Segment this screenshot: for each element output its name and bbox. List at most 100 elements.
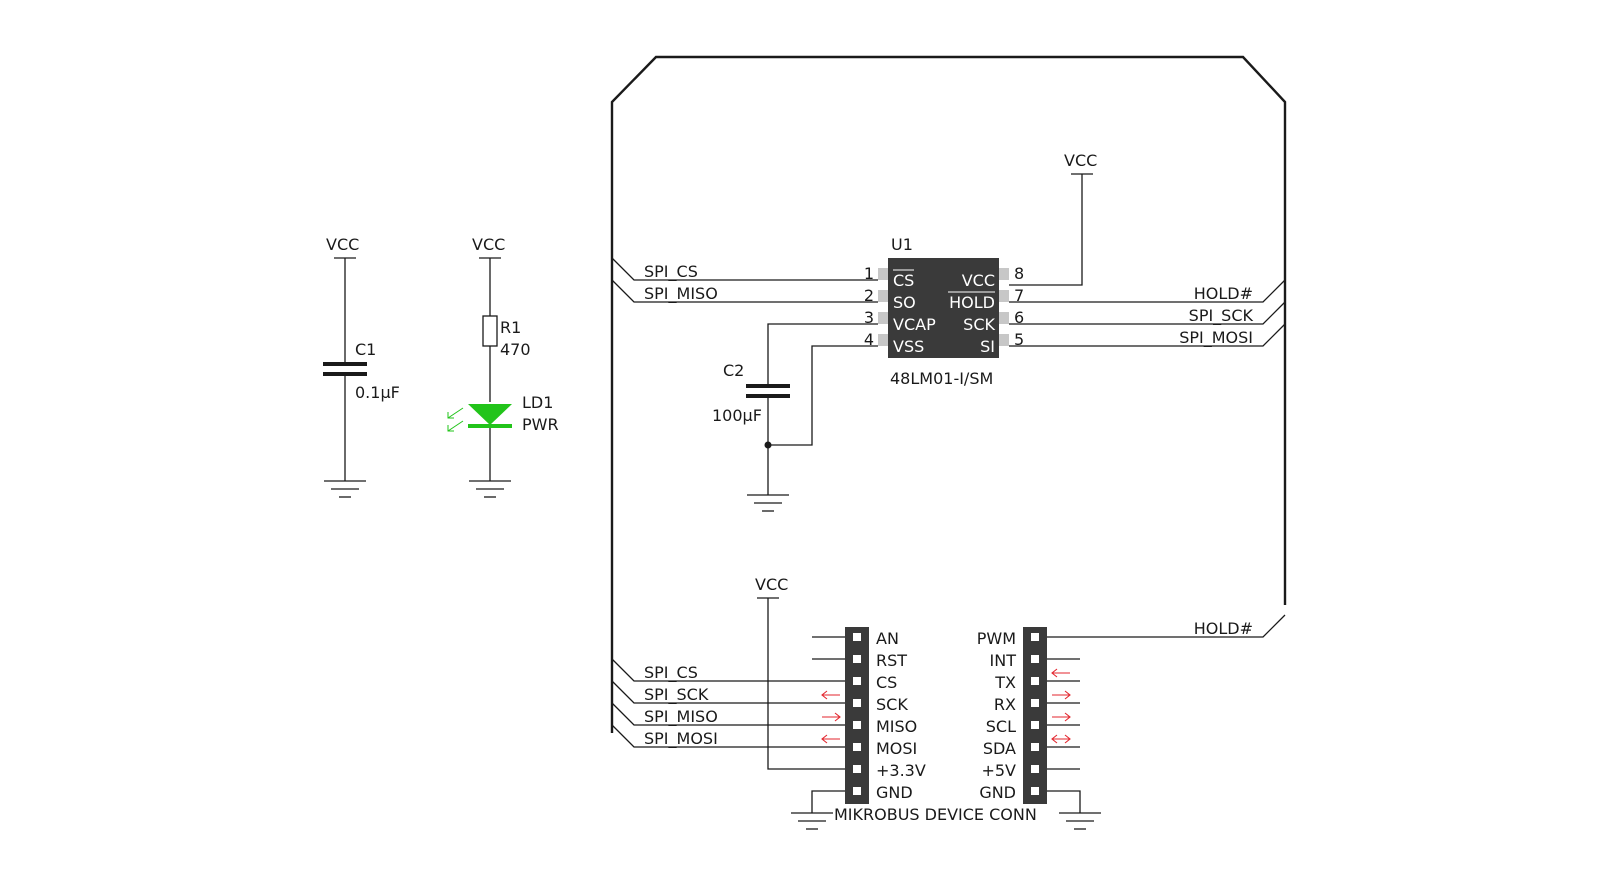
c2-ground-icon xyxy=(747,494,789,512)
led-emission-icon xyxy=(447,407,464,432)
mb-right-pin-scl: SCL xyxy=(986,717,1016,736)
net-spi-sck-mb: SPI_SCK xyxy=(644,685,709,705)
mb-right-pin-pwm: PWM xyxy=(977,629,1016,648)
u1-pin3-num: 3 xyxy=(864,308,874,327)
u1-pin4-num: 4 xyxy=(864,330,874,349)
mb-left-header-pin-2 xyxy=(853,655,861,663)
u1-ref: U1 xyxy=(891,235,913,254)
mb-right-header-pin-3 xyxy=(1031,677,1039,685)
net-spi-mosi-mb: SPI_MOSI xyxy=(644,729,718,749)
r1-value: 470 xyxy=(500,340,531,359)
mb-vcc-label: VCC xyxy=(755,575,788,594)
arrow-right-icon xyxy=(822,712,841,722)
net-spi-cs-u1: SPI_CS xyxy=(644,262,698,282)
u1-wiring: VCC SPI_CS SPI_MISO HOLD# SPI_SCK SPI_MO… xyxy=(611,151,1286,512)
mb-left-header-pin-1 xyxy=(853,633,861,641)
c1-circuit: VCC C1 0.1µF xyxy=(323,235,400,498)
mb-right-header-pin-5 xyxy=(1031,721,1039,729)
mb-right-ground-icon xyxy=(1059,812,1101,830)
net-spi-mosi-u1: SPI_MOSI xyxy=(1179,328,1253,348)
u1-vcc-label: VCC xyxy=(1064,151,1097,170)
mb-left-pin-gnd: GND xyxy=(876,783,913,802)
u1-pin5-num: 5 xyxy=(1014,330,1024,349)
mb-left-pin-mosi: MOSI xyxy=(876,739,917,758)
u1-pin8-num: 8 xyxy=(1014,264,1024,283)
led-vcc-label: VCC xyxy=(472,235,505,254)
arrow-left-icon xyxy=(821,734,840,744)
mb-right-header-pin-4 xyxy=(1031,699,1039,707)
r1-ref: R1 xyxy=(500,318,521,337)
ld1-value: PWR xyxy=(522,415,559,434)
led-circuit: VCC R1 470 LD1 PWR xyxy=(447,235,559,498)
mb-left-pin-miso: MISO xyxy=(876,717,917,736)
direction-arrows xyxy=(821,668,1071,744)
led-cathode-bar xyxy=(468,424,512,428)
mikrobus-right-header xyxy=(1023,627,1047,804)
c1-value: 0.1µF xyxy=(355,383,400,402)
mb-left-pin-3v3: +3.3V xyxy=(876,761,926,780)
mb-right-header-pin-1 xyxy=(1031,633,1039,641)
arrow-left-icon xyxy=(1051,668,1070,678)
mb-right-pin-tx: TX xyxy=(994,673,1016,692)
u1-pin3-name: VCAP xyxy=(893,315,936,334)
net-hold-mb: HOLD# xyxy=(1194,619,1253,638)
u1-pin7-num: 7 xyxy=(1014,286,1024,305)
u1-pin5-name: SI xyxy=(980,337,995,356)
mb-left-header-pin-8 xyxy=(853,787,861,795)
mb-left-pin-sck: SCK xyxy=(876,695,908,714)
r1-resistor xyxy=(482,315,498,347)
mb-right-pin-rx: RX xyxy=(994,695,1016,714)
mb-left-pin-an: AN xyxy=(876,629,899,648)
mb-right-header-pin-7 xyxy=(1031,765,1039,773)
mikrobus-wiring: SPI_CS SPI_SCK SPI_MISO SPI_MOSI VCC HOL… xyxy=(611,575,1286,830)
u1-pin6-name: SCK xyxy=(963,315,995,334)
net-spi-miso-mb: SPI_MISO xyxy=(644,707,718,727)
mb-right-pin-gnd: GND xyxy=(979,783,1016,802)
mb-left-header-pin-7 xyxy=(853,765,861,773)
mb-right-pin-5v: +5V xyxy=(981,761,1016,780)
arrow-right-icon xyxy=(1052,690,1071,700)
mb-right-header-pin-2 xyxy=(1031,655,1039,663)
net-spi-cs-mb: SPI_CS xyxy=(644,663,698,683)
c1-vcc-label: VCC xyxy=(326,235,359,254)
c1-ref: C1 xyxy=(355,340,376,359)
net-spi-miso-u1: SPI_MISO xyxy=(644,284,718,304)
u1-pin6-num: 6 xyxy=(1014,308,1024,327)
bus-outline xyxy=(610,55,1287,733)
arrow-left-icon xyxy=(821,690,840,700)
c1-ground-icon xyxy=(324,480,366,498)
u1-pin2-num: 2 xyxy=(864,286,874,305)
mb-left-ground-icon xyxy=(791,812,833,830)
c2-plate-bottom xyxy=(746,394,790,398)
junction-dot xyxy=(764,441,772,449)
mikrobus-title: MIKROBUS DEVICE CONN xyxy=(834,805,1037,824)
arrow-bidirectional-icon xyxy=(1051,734,1071,744)
mb-left-header-pin-4 xyxy=(853,699,861,707)
mb-right-pin-int: INT xyxy=(990,651,1017,670)
u1-pin8-name: VCC xyxy=(962,271,995,290)
u1-pin1-name: CS xyxy=(893,271,914,290)
u1-pin7-name: HOLD xyxy=(949,293,995,312)
u1-body xyxy=(888,258,999,358)
u1-chip: U1 CS SO VCAP VSS VCC HOLD SCK SI 1 2 3 … xyxy=(864,235,1024,388)
ld1-ref: LD1 xyxy=(522,393,553,412)
mb-left-header-pin-5 xyxy=(853,721,861,729)
mb-right-pin-sda: SDA xyxy=(983,739,1016,758)
c2-ref: C2 xyxy=(723,361,744,380)
net-spi-sck-u1: SPI_SCK xyxy=(1189,306,1254,326)
led-diode-icon xyxy=(468,404,512,425)
mb-left-pin-rst: RST xyxy=(876,651,907,670)
c1-plate-top xyxy=(323,362,367,366)
c2-plate-top xyxy=(746,384,790,388)
arrow-right-icon xyxy=(1052,712,1071,722)
mikrobus-connector: AN RST CS SCK MISO MOSI +3.3V GND PWM IN… xyxy=(834,627,1047,824)
led-ground-icon xyxy=(469,480,511,498)
mb-left-header-pin-6 xyxy=(853,743,861,751)
u1-pin4-name: VSS xyxy=(893,337,924,356)
mikrobus-left-header xyxy=(845,627,869,804)
mb-left-header-pin-3 xyxy=(853,677,861,685)
c2-value: 100µF xyxy=(712,406,762,425)
net-hold-u1: HOLD# xyxy=(1194,284,1253,303)
mb-right-header-pin-8 xyxy=(1031,787,1039,795)
